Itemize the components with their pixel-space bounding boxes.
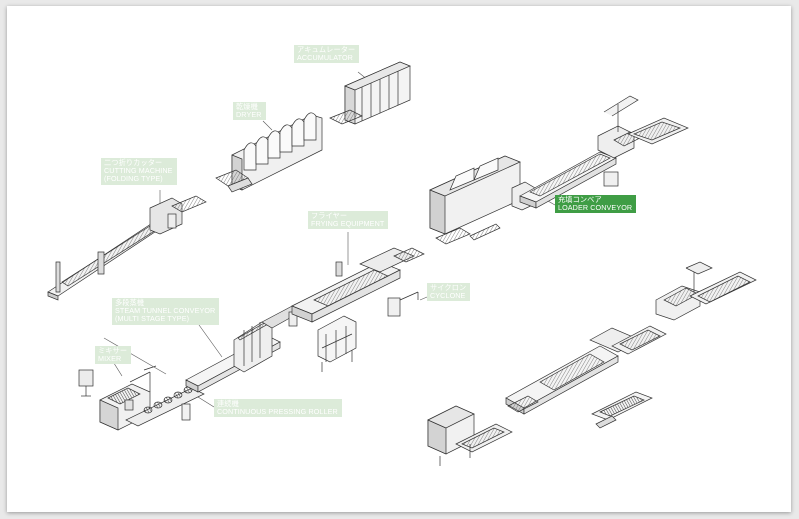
label-steam-en: STEAM TUNNEL CONVEYOR [115, 306, 216, 316]
label-frying-en: FRYING EQUIPMENT [311, 219, 385, 229]
label-steam-en2: (MULTI STAGE TYPE) [115, 314, 190, 324]
label-cyclone: サイクロン CYCLONE [427, 283, 471, 302]
diagram-sheet: アキュムレーター ACCUMULATOR 乾燥機 DRYER 二つ折りカッター … [7, 6, 791, 512]
label-continuous-pressing-roller: 連続機 CONTINUOUS PRESSING ROLLER [214, 399, 342, 418]
label-accumulator: アキュムレーター ACCUMULATOR [294, 45, 360, 64]
label-cyclone-jp: サイクロン [430, 283, 467, 292]
pressing-roller-machine [103, 337, 205, 427]
label-dryer-en: DRYER [236, 110, 262, 120]
label-accumulator-jp: アキュムレーター [297, 45, 356, 54]
label-mixer-jp: ミキサー [98, 346, 128, 355]
cyclone-unit [387, 291, 419, 317]
label-cutting-en2: (FOLDING TYPE) [104, 174, 163, 184]
label-loader-en: LOADER CONVEYOR [558, 203, 633, 213]
label-cutting-machine: 二つ折りカッター CUTTING MACHINE (FOLDING TYPE) [101, 158, 177, 185]
label-cutting-jp: 二つ折りカッター [104, 158, 163, 167]
dryer-machine [215, 112, 323, 193]
label-frying-jp: フライヤー [311, 211, 348, 220]
label-frying-equipment: フライヤー FRYING EQUIPMENT [308, 211, 389, 230]
label-steam-jp: 多段蒸機 [115, 298, 145, 307]
label-dryer-jp: 乾燥機 [236, 102, 258, 111]
label-cyclone-en: CYCLONE [430, 291, 466, 301]
label-steam-tunnel-conveyor: 多段蒸機 STEAM TUNNEL CONVEYOR (MULTI STAGE … [112, 298, 220, 325]
label-mixer: ミキサー MIXER [95, 346, 132, 365]
label-cutting-en: CUTTING MACHINE [104, 166, 173, 176]
fryer-machine [291, 247, 425, 372]
label-roller-jp: 連続機 [217, 399, 239, 408]
label-loader-jp: 充填コンベア [558, 195, 602, 204]
label-accumulator-en: ACCUMULATOR [297, 53, 353, 63]
label-mixer-en: MIXER [98, 354, 122, 364]
label-loader-conveyor[interactable]: 充填コンベア LOADER CONVEYOR [555, 195, 637, 214]
lower-right-line [427, 261, 757, 466]
label-roller-en: CONTINUOUS PRESSING ROLLER [217, 407, 338, 417]
production-line-illustration [47, 61, 757, 466]
label-dryer: 乾燥機 DRYER [233, 102, 266, 121]
cutting-machine [47, 195, 207, 301]
accumulator-machine [329, 61, 411, 125]
loader-conveyor-line [429, 95, 689, 245]
